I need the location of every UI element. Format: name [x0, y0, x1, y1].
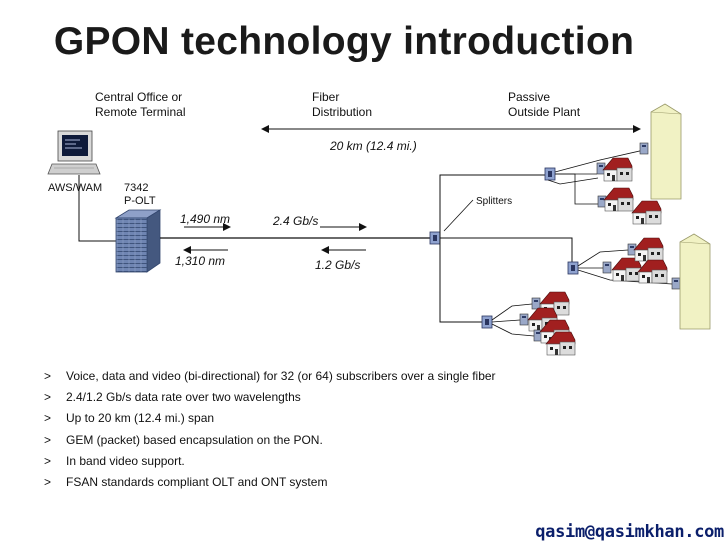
- feature-text: Voice, data and video (bi-directional) f…: [66, 369, 496, 383]
- olt-label: 7342 P-OLT: [124, 182, 156, 208]
- feature-text: In band video support.: [66, 453, 185, 468]
- distribution-fibers: [439, 174, 573, 323]
- splitter-icon: [481, 315, 493, 329]
- header-passive-line2: Outside Plant: [508, 105, 581, 119]
- header-fiber-line2: Distribution: [312, 105, 373, 119]
- feature-item: > Up to 20 km (12.4 mi.) span: [44, 408, 496, 429]
- ont-icon: [602, 261, 612, 274]
- ont-icon: [639, 142, 649, 155]
- olt-rack-icon: [114, 209, 162, 273]
- ont-icon: [531, 297, 541, 310]
- building-icon: [650, 103, 682, 200]
- bullet-marker: >: [44, 453, 52, 468]
- page-title: GPON technology introduction: [53, 20, 635, 63]
- feature-text: 2.4/1.2 Gb/s data rate over two waveleng…: [66, 390, 301, 405]
- feature-item: > GEM (packet) based encapsulation on the…: [44, 430, 496, 451]
- olt-label-type: P-OLT: [124, 195, 156, 207]
- splitter-icon: [544, 167, 556, 181]
- header-passive-line1: Passive: [508, 90, 551, 104]
- feature-item: > FSAN standards compliant OLT and ONT sy…: [44, 472, 496, 493]
- house-icon: [611, 257, 642, 282]
- ont-icon: [519, 313, 529, 326]
- feature-text: Up to 20 km (12.4 mi.) span: [66, 411, 215, 426]
- feature-text: FSAN standards compliant OLT and ONT sys…: [66, 474, 328, 489]
- feature-list: > Voice, data and video (bi-directional) …: [44, 366, 496, 493]
- header-central-office-line1: Central Office or: [95, 90, 183, 104]
- bullet-marker: >: [44, 369, 52, 383]
- bullet-marker: >: [44, 411, 52, 426]
- management-link: [78, 175, 116, 242]
- feature-text: GEM (packet) based encapsulation on the …: [66, 432, 323, 447]
- aws-label: AWS/WAM: [48, 182, 103, 194]
- header-passive-plant: Passive Outside Plant: [508, 90, 580, 120]
- bullet-marker: >: [44, 390, 52, 405]
- downstream-wavelength-label: 1,490 nm: [180, 212, 231, 226]
- upstream-wavelength-label: 1,310 nm: [175, 254, 226, 268]
- house-icon: [602, 157, 633, 182]
- house-icon: [633, 237, 664, 262]
- splitters-pointer: [443, 199, 474, 232]
- header-fiber-line1: Fiber: [312, 90, 340, 104]
- ont-icon: [671, 277, 681, 290]
- feature-item: > In band video support.: [44, 451, 496, 472]
- workstation-icon: [47, 130, 101, 175]
- header-central-office: Central Office or Remote Terminal: [95, 90, 185, 120]
- splitter-icon: [567, 261, 579, 275]
- olt-label-model: 7342: [124, 182, 149, 194]
- feature-item: > Voice, data and video (bi-directional) …: [44, 366, 496, 387]
- house-icon: [637, 259, 668, 284]
- splitter-icon: [429, 231, 441, 245]
- bullet-marker: >: [44, 474, 52, 489]
- bullet-marker: >: [44, 432, 52, 447]
- header-fiber-distribution: Fiber Distribution: [312, 90, 372, 120]
- upstream-rate-label: 1.2 Gb/s: [315, 258, 361, 272]
- building-icon: [679, 233, 711, 330]
- drop-fibers-top: [547, 149, 645, 205]
- house-icon: [603, 187, 634, 212]
- footer-email: qasim@qasimkhan.com: [535, 522, 724, 542]
- feature-item: >2.4/1.2 Gb/s data rate over two wavelen…: [44, 387, 496, 408]
- header-central-office-line2: Remote Terminal: [95, 105, 186, 119]
- splitters-label: Splitters: [476, 196, 513, 207]
- span-label: 20 km (12.4 mi.): [330, 139, 417, 153]
- downstream-rate-label: 2.4 Gb/s: [273, 214, 319, 228]
- drop-fibers-bottom: [491, 303, 535, 337]
- house-icon: [631, 200, 662, 225]
